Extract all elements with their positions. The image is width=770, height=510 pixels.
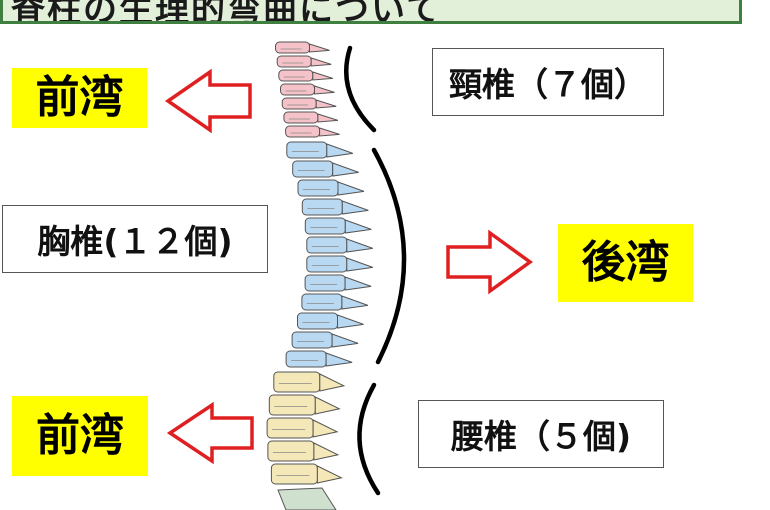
thoracic-vertebra-process <box>344 276 372 291</box>
spine-illustration <box>266 41 373 510</box>
thoracic-vertebra-process <box>346 257 373 272</box>
cervical-vertebra-process <box>314 85 335 95</box>
lumbar-vertebra-process <box>312 419 339 438</box>
thoracic-vertebra <box>301 198 343 216</box>
thoracic-vertebra-process <box>346 238 373 253</box>
thoracic-vertebra <box>306 236 348 254</box>
lumbar-vertebra <box>267 440 315 462</box>
lumbar-vertebra-process <box>313 442 340 461</box>
arrow-left-icon <box>166 401 254 465</box>
thoracic-vertebra-process <box>341 200 369 215</box>
thoracic-vertebra-process <box>332 162 359 177</box>
cervical-vertebra-process <box>309 43 330 53</box>
thoracic-vertebra-process <box>331 333 359 348</box>
cervical-vertebra <box>278 69 314 82</box>
thoracic-vertebra <box>292 160 334 178</box>
lumbar-segment-box: 腰椎（５個) <box>418 400 664 468</box>
cervical-vertebra <box>285 125 321 138</box>
thoracic-vertebra-process <box>326 143 353 158</box>
sacrum <box>277 487 337 510</box>
thoracic-segment-box: 胸椎(１２個) <box>2 205 268 273</box>
thoracic-brace <box>371 147 407 365</box>
cervical-vertebra-process <box>312 71 333 81</box>
thoracic-vertebra <box>291 331 333 349</box>
lumbar-vertebra-process <box>314 396 341 415</box>
cervical-curve-label: 前湾 <box>12 68 147 128</box>
thoracic-vertebra-process <box>325 352 353 367</box>
cervical-vertebra-process <box>319 127 340 137</box>
title-banner: 脊柱の生理的弯曲について <box>0 0 742 24</box>
thoracic-vertebra <box>304 217 346 235</box>
thoracic-vertebra <box>285 350 327 368</box>
thoracic-vertebra <box>297 179 339 197</box>
cervical-vertebra <box>275 41 310 54</box>
lumbar-vertebra-process <box>319 373 346 392</box>
lumbar-vertebra <box>266 417 314 439</box>
thoracic-vertebra <box>306 255 348 273</box>
thoracic-vertebra <box>304 274 346 292</box>
lumbar-vertebra <box>270 463 318 485</box>
arrow-right-icon <box>446 229 533 295</box>
lumbar-curve-label: 前湾 <box>12 396 148 476</box>
cervical-brace <box>344 45 377 133</box>
thoracic-vertebra-process <box>337 181 365 196</box>
thoracic-curve-label: 後湾 <box>558 224 693 302</box>
thoracic-vertebra-process <box>341 295 369 310</box>
lumbar-vertebra <box>273 371 321 393</box>
thoracic-vertebra <box>297 312 338 330</box>
lumbar-vertebra <box>268 394 316 416</box>
thoracic-vertebra <box>286 141 328 159</box>
thoracic-vertebra-process <box>337 314 364 329</box>
cervical-vertebra <box>283 111 319 124</box>
lumbar-vertebra-process <box>316 465 343 484</box>
cervical-vertebra <box>276 55 312 68</box>
arrow-left-icon <box>164 68 252 134</box>
cervical-vertebra-process <box>315 99 337 109</box>
cervical-vertebra-process <box>310 57 332 67</box>
cervical-vertebra <box>281 97 317 110</box>
page-title: 脊柱の生理的弯曲について <box>11 0 442 24</box>
cervical-vertebra <box>280 83 315 96</box>
cervical-segment-box: 頸椎（７個） <box>432 48 664 116</box>
thoracic-vertebra <box>301 293 343 311</box>
lumbar-brace <box>357 382 381 496</box>
cervical-vertebra-process <box>317 113 339 123</box>
thoracic-vertebra-process <box>344 219 372 234</box>
